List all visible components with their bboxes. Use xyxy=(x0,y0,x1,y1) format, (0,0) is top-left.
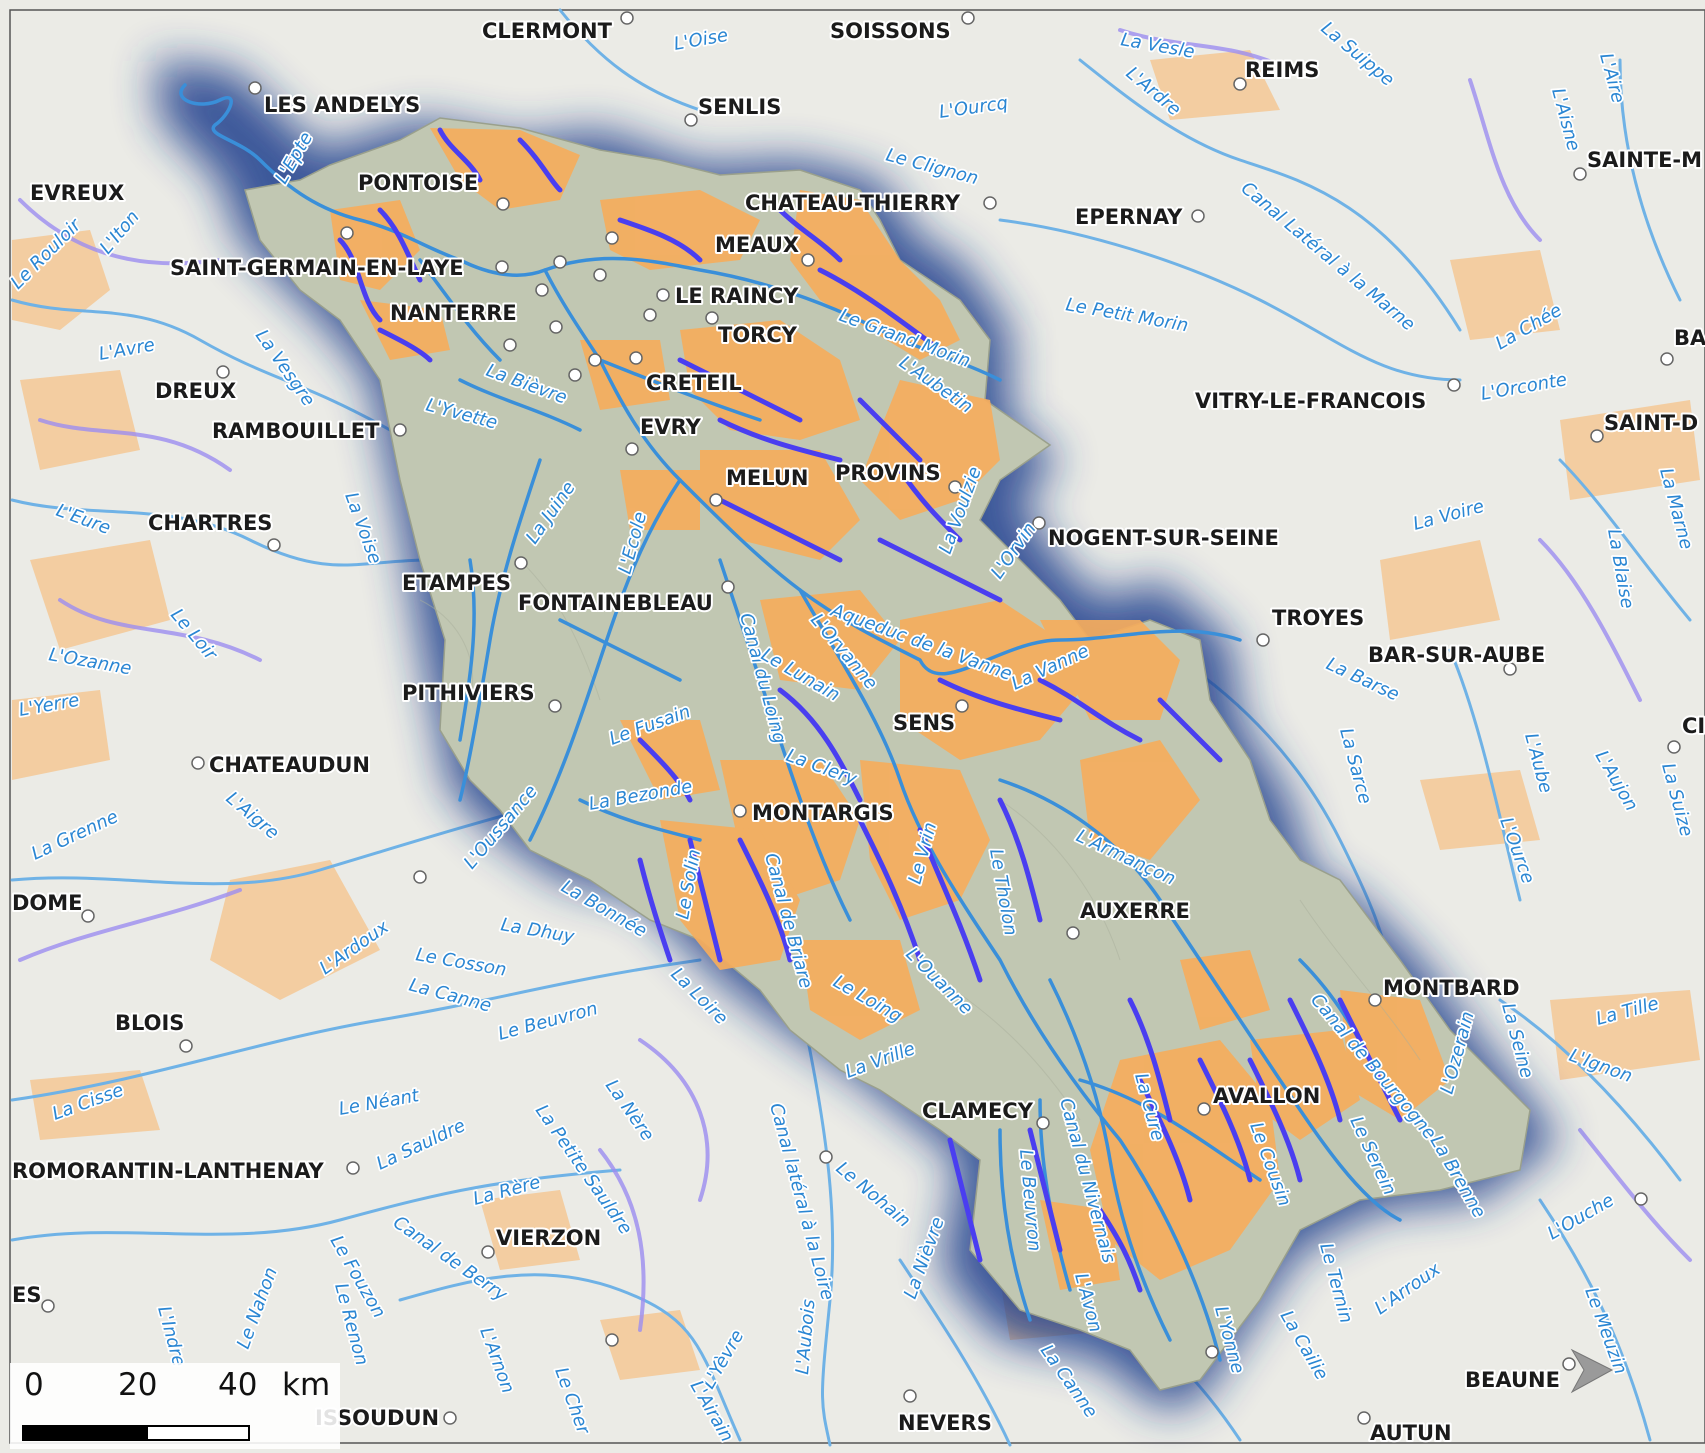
city-label: MONTBARD xyxy=(1383,976,1520,1000)
scale-label-20: 20 xyxy=(118,1367,158,1403)
city-label: PONTOISE xyxy=(358,171,478,195)
city-label: CHATEAUDUN xyxy=(209,753,370,777)
scale-label-0: 0 xyxy=(24,1367,44,1403)
city-label: MEAUX xyxy=(715,233,799,257)
city-label: FONTAINEBLEAU xyxy=(518,591,713,615)
city-label: BA xyxy=(1674,326,1705,350)
city-label: CLAMECY xyxy=(922,1099,1034,1123)
highlighted-rivers xyxy=(337,127,1403,1293)
city-label: SAINTE-M xyxy=(1587,148,1702,172)
city-label: PROVINS xyxy=(835,461,941,485)
city-label: DOME xyxy=(12,891,83,915)
city-label: REIMS xyxy=(1245,58,1319,82)
city-label: ES xyxy=(12,1283,41,1307)
city-labels: CLERMONT SOISSONS REIMS LES ANDELYS SENL… xyxy=(10,17,1705,1447)
city-label: BLOIS xyxy=(115,1011,184,1035)
city-label: NEVERS xyxy=(898,1411,992,1435)
city-label: TORCY xyxy=(718,323,798,347)
city-label: AVALLON xyxy=(1213,1084,1320,1108)
city-label: AUTUN xyxy=(1370,1421,1452,1445)
city-label: MONTARGIS xyxy=(752,801,894,825)
city-label: EVRY xyxy=(640,415,702,439)
city-label: CHATEAU-THIERRY xyxy=(745,191,961,215)
map-frame xyxy=(9,9,1705,1444)
city-label: CLERMONT xyxy=(482,19,613,43)
city-label: ETAMPES xyxy=(402,571,511,595)
city-label: LE RAINCY xyxy=(675,284,799,308)
agricultural-areas xyxy=(330,128,1450,1290)
city-label: EPERNAY xyxy=(1075,205,1183,229)
city-label: RAMBOUILLET xyxy=(212,419,380,443)
city-label: LES ANDELYS xyxy=(264,93,420,117)
city-label: CHARTRES xyxy=(148,511,272,535)
city-label: EVREUX xyxy=(30,181,124,205)
scale-label-40: 40 xyxy=(218,1367,258,1403)
scale-segment-white xyxy=(146,1425,250,1441)
city-label: SENS xyxy=(893,711,955,735)
compass-arrow-icon xyxy=(1570,1348,1614,1394)
city-label: SENLIS xyxy=(698,95,781,119)
scale-unit: km xyxy=(282,1367,331,1403)
city-label: MELUN xyxy=(726,466,809,490)
city-label: NANTERRE xyxy=(390,301,517,325)
city-label: VITRY-LE-FRANCOIS xyxy=(1195,389,1426,413)
background-rivers-purple xyxy=(18,28,1692,1332)
city-label: NOGENT-SUR-SEINE xyxy=(1048,526,1279,550)
seine-river xyxy=(179,83,1242,676)
city-label: CI xyxy=(1682,714,1705,738)
basin-rivers xyxy=(179,83,1402,1362)
city-label: CRETEIL xyxy=(646,371,742,395)
city-label: PITHIVIERS xyxy=(402,681,535,705)
scale-segment-black xyxy=(22,1425,148,1441)
city-label: SOISSONS xyxy=(830,19,951,43)
scale-bar: 0 20 40 km xyxy=(10,1363,340,1449)
city-label: TROYES xyxy=(1272,606,1364,630)
city-label: DREUX xyxy=(155,379,236,403)
city-label: VIERZON xyxy=(496,1226,601,1250)
city-label: SAINT-D xyxy=(1604,411,1698,435)
city-markers xyxy=(41,11,1681,1425)
city-label: BAR-SUR-AUBE xyxy=(1368,643,1545,667)
city-label: AUXERRE xyxy=(1080,899,1190,923)
city-label: SAINT-GERMAIN-EN-LAYE xyxy=(170,256,464,280)
city-label: ROMORANTIN-LANTHENAY xyxy=(12,1159,324,1183)
city-label: BEAUNE xyxy=(1465,1368,1560,1392)
